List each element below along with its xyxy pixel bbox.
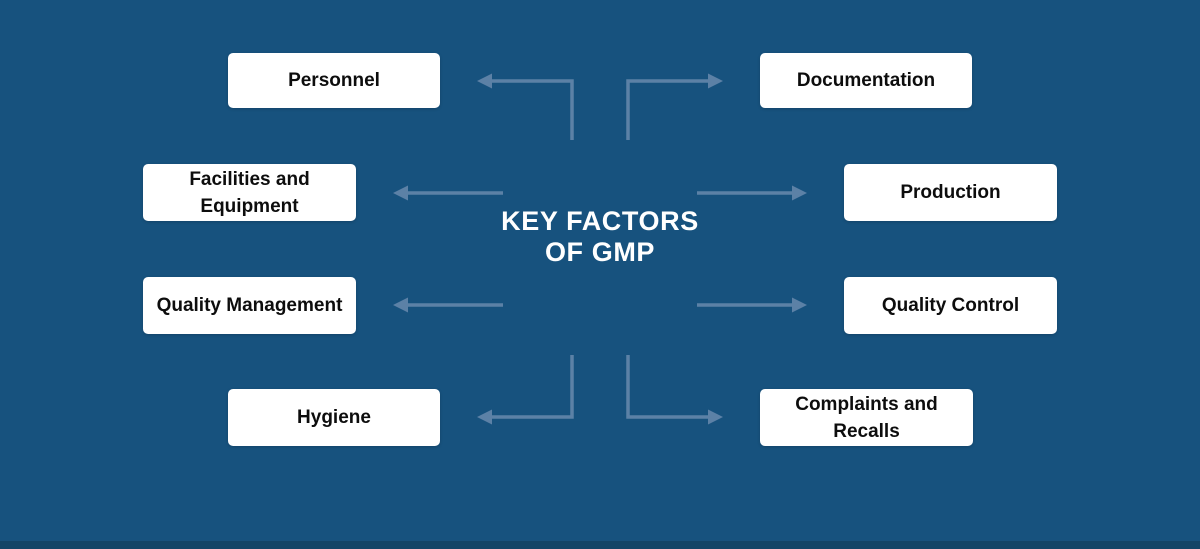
node-documentation-label: Documentation (796, 70, 936, 91)
node-production-label: Production (900, 182, 1001, 203)
arrow-to-personnel (477, 73, 574, 140)
diagram-title: KEY FACTORS OF GMP (450, 206, 750, 268)
arrow-to-quality-control (697, 297, 807, 313)
node-complaints-recalls: Complaints and Recalls (760, 389, 973, 446)
node-hygiene-label: Hygiene (297, 407, 371, 428)
arrow-to-documentation (626, 73, 723, 140)
arrow-to-facilities-equipment (393, 185, 503, 201)
node-facilities-equipment-label: Facilities and Equipment (189, 168, 310, 217)
diagram-title-line-2: OF GMP (544, 237, 656, 267)
diagram-title-line-1: KEY FACTORS (501, 206, 699, 236)
node-quality-management-label: Quality Management (156, 295, 343, 316)
node-quality-management: Quality Management (143, 277, 356, 334)
arrow-to-quality-management (393, 297, 503, 313)
node-production: Production (844, 164, 1057, 221)
node-complaints-recalls-label: Complaints and Recalls (795, 393, 938, 442)
node-personnel-label: Personnel (288, 70, 380, 91)
arrow-to-production (697, 185, 807, 201)
node-facilities-equipment: Facilities and Equipment (143, 164, 356, 221)
node-documentation: Documentation (760, 53, 972, 108)
node-personnel: Personnel (228, 53, 440, 108)
node-quality-control: Quality Control (844, 277, 1057, 334)
bottom-edge-strip (0, 541, 1200, 549)
arrow-to-complaints-recalls (626, 355, 723, 425)
node-quality-control-label: Quality Control (881, 295, 1020, 316)
node-hygiene: Hygiene (228, 389, 440, 446)
arrow-to-hygiene (477, 355, 574, 425)
